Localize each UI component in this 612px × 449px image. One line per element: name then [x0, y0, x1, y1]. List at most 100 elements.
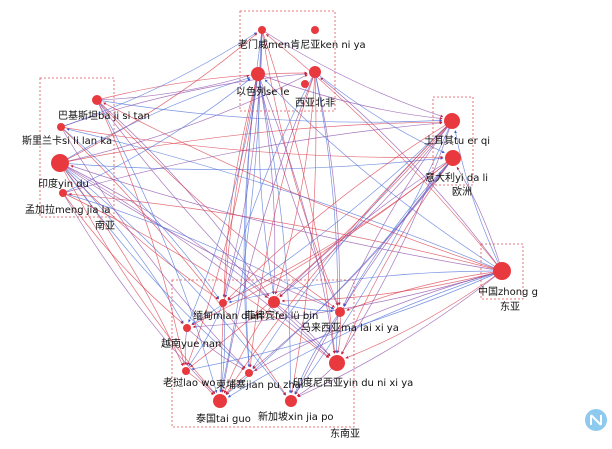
node-yise[interactable]: [251, 67, 265, 81]
edge-yidali-jianpuzhai: [252, 157, 454, 369]
edge-yindu-yidali: [59, 157, 444, 171]
edge-tuerqi-xinjiapo: [294, 120, 453, 395]
edge-feilvbin-yindunixiya: [273, 301, 331, 357]
node-label-taiguo: 泰国tai guo: [196, 412, 251, 425]
edge-yise-jianpuzhai: [243, 73, 259, 368]
node-label-yuenan: 越南yue nan: [161, 337, 221, 350]
node-zhongguo[interactable]: [493, 262, 511, 280]
node-yidali[interactable]: [445, 150, 461, 166]
edge-xibei-feilvbin: [274, 71, 316, 295]
group-box-south-asia: [39, 77, 115, 218]
edge-yindu-yindunixiya: [59, 162, 330, 358]
edge-xibei-xinjiapo: [290, 71, 317, 394]
edge-yindu-laomen: [59, 33, 258, 164]
edge-laomen-malaixiya: [261, 29, 339, 306]
edge-zhongguo-bajisitan: [103, 102, 503, 272]
node-yindunixiya[interactable]: [329, 355, 345, 371]
node-label-yindu: 印度yin du: [38, 177, 89, 190]
edge-yindu-feilvbin: [59, 162, 268, 298]
node-label-bajisitan: 巴基斯坦ba ji si tan: [58, 109, 150, 122]
node-bajisitan[interactable]: [92, 95, 102, 105]
edge-yidali-taiguo: [226, 157, 454, 395]
edge-bajisitan-feilvbin: [96, 99, 270, 297]
node-label-tuerqi: 土耳其tu er qi: [424, 134, 490, 147]
edge-zhongguo-jianpuzhai: [254, 270, 503, 372]
node-jianpuzhai[interactable]: [245, 369, 253, 377]
edge-mengjiala-yuenan: [62, 192, 184, 324]
edge-yise-taiguo: [219, 73, 259, 393]
edge-sililanka-yidali: [60, 126, 444, 159]
edge-laomen-feilvbin: [258, 29, 275, 295]
node-label-laomen: 老门威men肯尼亚ken ni ya: [238, 38, 366, 51]
watermark-glyph: [590, 414, 602, 426]
edge-bajisitan-malaixiya: [96, 99, 335, 308]
edge-tuerqi-yuenan: [191, 120, 453, 325]
edge-zhongguo-xinjiapo: [297, 270, 503, 398]
group-label-south-asia: 南亚: [95, 219, 115, 232]
edge-yindu-yise: [59, 77, 251, 164]
node-yindu[interactable]: [51, 154, 69, 172]
edge-zhongguo-yindu: [70, 165, 503, 272]
edge-zhongguo-sililanka: [66, 128, 503, 272]
edge-zhongguo-feilvbin: [281, 270, 503, 303]
edge-miandian-taiguo: [219, 302, 226, 393]
group-label-southeast-asia: 东南亚: [330, 427, 360, 440]
node-yuenan[interactable]: [183, 324, 191, 332]
edge-zhongguo-xibei: [320, 77, 503, 272]
node-mengjiala[interactable]: [59, 189, 67, 197]
edge-yise-malaixiya: [257, 73, 339, 306]
edge-yindu-tuerqi: [59, 120, 443, 164]
edge-xibei-malaixiya: [314, 71, 341, 306]
edge-miandian-laowo: [188, 302, 224, 366]
edge-zhongguo-miandian: [228, 270, 503, 304]
node-label-laowo: 老挝lao wo: [163, 376, 216, 389]
edge-zhongguo-mengjiala: [68, 192, 503, 272]
edge-feilvbin-malaixiya: [273, 301, 334, 313]
edge-yidali-feilvbin: [279, 157, 454, 298]
edge-mengjiala-yise: [62, 78, 251, 194]
node-malaixiya[interactable]: [335, 307, 345, 317]
group-label-europe: 欧洲: [452, 186, 472, 198]
edge-malaixiya-xinjiapo: [294, 311, 341, 395]
edge-yindu-xinjiapo: [59, 162, 286, 396]
node-feilvbin[interactable]: [268, 296, 280, 308]
node-xibei[interactable]: [309, 66, 321, 78]
edge-yise-miandian: [222, 73, 259, 298]
edge-zhongguo-laomen: [266, 33, 503, 272]
node-label-xibei: 西亚北非: [295, 97, 335, 109]
node-sililanka[interactable]: [57, 123, 65, 131]
edge-feilvbin-taiguo: [223, 301, 275, 394]
edge-sililanka-xinjiapo: [60, 126, 287, 396]
groups-layer: 南亚 欧洲 东亚 东南亚: [39, 10, 524, 440]
edge-xibei-miandian: [224, 71, 316, 298]
edge-yise-feilvbin: [257, 73, 276, 295]
edge-xibei-taiguo: [221, 71, 316, 393]
node-tuerqi[interactable]: [444, 113, 460, 129]
edge-yindu-yuenan: [59, 162, 184, 324]
node-extra-top2[interactable]: [301, 80, 309, 88]
edge-mengjiala-taiguo: [62, 192, 215, 395]
edge-yidali-xinjiapo: [295, 157, 454, 395]
edge-laomen-miandian: [223, 29, 263, 298]
edges-layer: [59, 29, 503, 398]
edge-sililanka-xibei: [60, 72, 308, 128]
edge-yindu-jianpuzhai: [59, 162, 246, 369]
node-laomen[interactable]: [258, 26, 266, 34]
node-label-xinjiapo: 新加坡xin jia po: [258, 410, 334, 423]
edge-yidali-malaixiya: [343, 157, 454, 307]
node-label-feilvbin: 菲律宾fei lü bin: [245, 309, 318, 322]
node-xinjiapo[interactable]: [285, 395, 297, 407]
edge-tuerqi-laowo: [190, 120, 453, 368]
edge-bajisitan-tuerqi: [96, 99, 443, 123]
edge-yise-xinjiapo: [257, 73, 292, 394]
node-extra-top[interactable]: [311, 26, 319, 34]
node-taiguo[interactable]: [213, 394, 227, 408]
node-miandian[interactable]: [219, 299, 227, 307]
edge-zhongguo-yise: [264, 79, 503, 272]
nodes-layer: [51, 26, 511, 408]
edge-yise-yindunixiya: [257, 73, 336, 354]
group-box-east-asia: [480, 243, 524, 300]
node-laowo[interactable]: [182, 367, 190, 375]
edge-yindu-malaixiya: [59, 162, 335, 310]
